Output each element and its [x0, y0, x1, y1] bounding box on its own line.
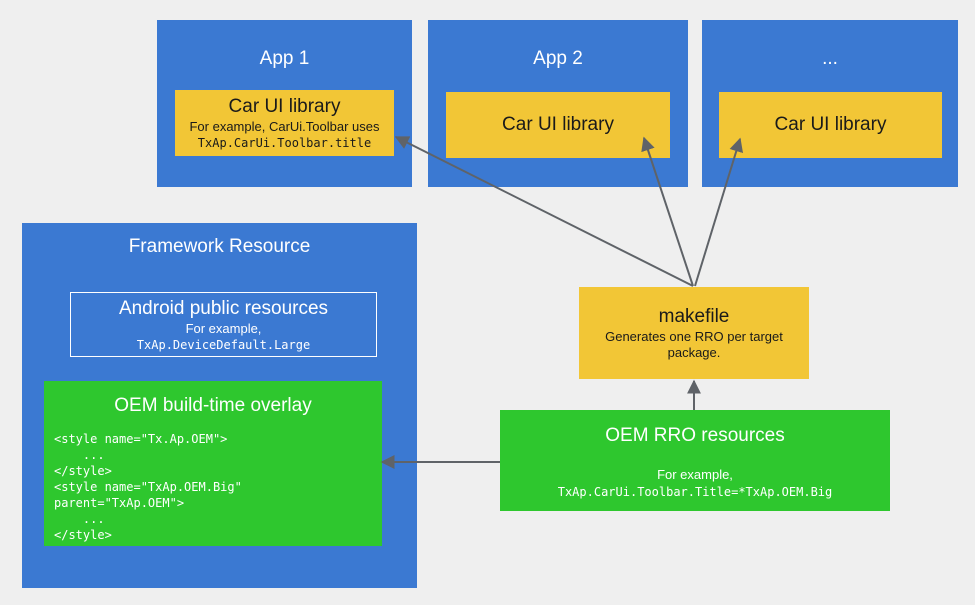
app-1-car-ui-library-card: Car UI library For example, CarUi.Toolba… — [175, 90, 394, 156]
app-2-car-ui-library-card: Car UI library — [446, 92, 670, 158]
oem-build-time-overlay-title: OEM build-time overlay — [114, 395, 312, 416]
makefile-content: makefile Generates one RRO per target pa… — [579, 305, 809, 361]
app-3-car-ui-library-card: Car UI library — [719, 92, 942, 158]
app-1-card-line1: For example, CarUi.Toolbar uses — [189, 119, 380, 134]
app-group-2-label: App 2 — [533, 48, 583, 69]
app-group-3: ... Car UI library — [702, 20, 958, 187]
android-public-resources-line2: TxAp.DeviceDefault.Large — [136, 337, 311, 352]
app-1-card-content: Car UI library For example, CarUi.Toolba… — [175, 95, 394, 151]
oem-rro-resources-title: OEM RRO resources — [605, 425, 785, 446]
oem-build-time-overlay-code: <style name="Tx.Ap.OEM"> ... </style> <s… — [54, 432, 242, 542]
app-group-3-label: ... — [822, 48, 838, 69]
app-1-card-title: Car UI library — [228, 96, 341, 117]
oem-rro-resources-node: OEM RRO resources For example, TxAp.CarU… — [500, 410, 890, 511]
oem-build-time-overlay-card: OEM build-time overlay <style name="Tx.A… — [44, 381, 382, 546]
app-3-card-title: Car UI library — [774, 114, 887, 135]
makefile-line2: package. — [667, 345, 721, 360]
makefile-node: makefile Generates one RRO per target pa… — [579, 287, 809, 379]
framework-resource-label: Framework Resource — [128, 236, 311, 257]
makefile-line1: Generates one RRO per target — [605, 329, 783, 344]
oem-rro-resources-line2: TxAp.CarUi.Toolbar.Title=*TxAp.OEM.Big — [557, 485, 833, 499]
app-group-1: App 1 Car UI library For example, CarUi.… — [157, 20, 412, 187]
android-public-resources-line1: For example, — [185, 320, 262, 336]
app-3-card-content: Car UI library — [719, 113, 942, 137]
framework-resource-group: Framework Resource Android public resour… — [22, 223, 417, 588]
android-public-resources-content: Android public resources For example, Tx… — [71, 297, 376, 353]
makefile-title: makefile — [658, 306, 730, 327]
android-public-resources-title: Android public resources — [118, 297, 329, 319]
app-group-2: App 2 Car UI library — [428, 20, 688, 187]
android-public-resources-card: Android public resources For example, Tx… — [70, 292, 377, 357]
app-group-1-label: App 1 — [259, 48, 310, 69]
oem-rro-resources-line1: For example, — [657, 467, 733, 482]
app-1-card-line2: TxAp.CarUi.Toolbar.title — [197, 136, 372, 150]
app-2-card-title: Car UI library — [502, 114, 614, 135]
app-2-card-content: Car UI library — [446, 113, 670, 137]
